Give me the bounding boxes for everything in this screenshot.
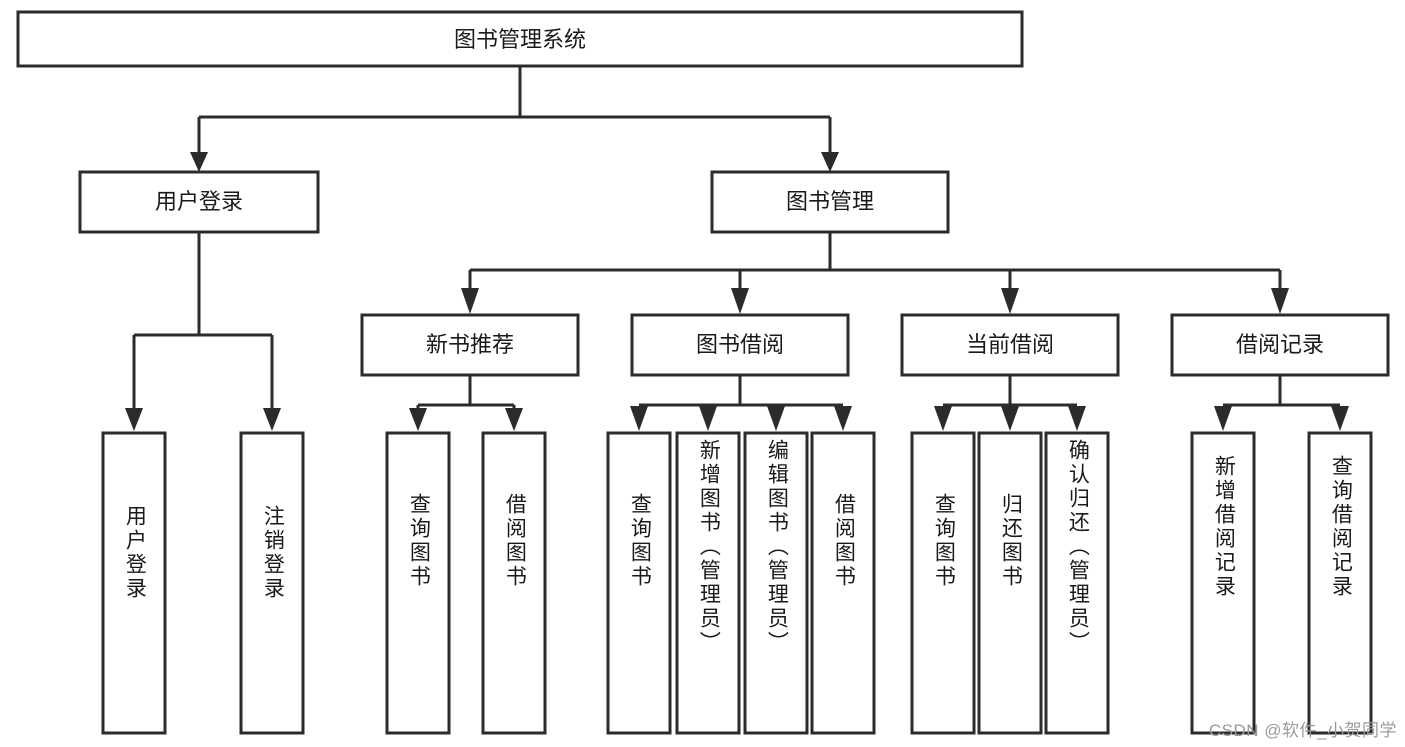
node-leaf-query-book-1[interactable] xyxy=(385,431,451,735)
arrow-head-leaf-query-record xyxy=(1331,406,1349,431)
arrow-head-current-borrow xyxy=(1001,288,1019,314)
watermark-text: CSDN @软件_小贺同学 xyxy=(1208,721,1397,740)
node-leaf-user-logout[interactable] xyxy=(239,431,305,735)
node-current-borrow[interactable] xyxy=(900,313,1120,377)
node-leaf-edit-book[interactable] xyxy=(743,431,809,735)
node-book-borrow[interactable] xyxy=(630,313,850,377)
arrow-head-leaf-query-book-2 xyxy=(630,406,648,431)
node-current-borrow-label: 当前借阅 xyxy=(966,332,1054,357)
node-borrow-record-label: 借阅记录 xyxy=(1236,332,1324,357)
arrow-head-leaf-confirm-return xyxy=(1068,406,1086,431)
arrow-head-leaf-user-logout xyxy=(263,408,281,431)
node-leaf-borrow-book-1[interactable] xyxy=(481,431,547,735)
node-leaf-user-login[interactable] xyxy=(101,431,167,735)
node-user-login[interactable] xyxy=(78,170,320,234)
node-book-borrow-label: 图书借阅 xyxy=(696,332,784,357)
connector-layer xyxy=(125,66,1349,431)
node-leaf-query-record[interactable] xyxy=(1307,431,1373,735)
arrow-head-new-book-rec xyxy=(461,288,479,314)
node-leaf-add-record[interactable] xyxy=(1190,431,1256,735)
arrow-head-book-manage xyxy=(821,152,839,172)
node-leaf-borrow-book-2[interactable] xyxy=(810,431,876,735)
node-new-book-rec-label: 新书推荐 xyxy=(426,332,514,357)
node-leaf-query-book-3[interactable] xyxy=(910,431,976,735)
node-leaf-confirm-return[interactable] xyxy=(1044,431,1110,735)
arrow-head-leaf-borrow-book-1 xyxy=(505,408,523,431)
arrow-head-leaf-query-book-3 xyxy=(934,406,952,431)
node-new-book-rec[interactable] xyxy=(360,313,580,377)
node-book-manage[interactable] xyxy=(710,170,950,234)
arrow-head-leaf-user-login xyxy=(125,408,143,431)
arrow-head-book-borrow xyxy=(731,288,749,314)
arrow-head-leaf-borrow-book-2 xyxy=(834,406,852,431)
node-book-manage-label: 图书管理 xyxy=(786,189,874,214)
arrow-head-leaf-query-book-1 xyxy=(409,408,427,431)
arrow-head-borrow-record xyxy=(1271,288,1289,314)
arrow-head-leaf-add-book xyxy=(699,406,717,431)
node-user-login-label: 用户登录 xyxy=(155,189,243,214)
node-leaf-add-book[interactable] xyxy=(675,431,741,735)
arrow-head-leaf-edit-book xyxy=(767,406,785,431)
node-leaf-return-book[interactable] xyxy=(977,431,1043,735)
arrow-head-leaf-add-record xyxy=(1214,406,1232,431)
node-borrow-record[interactable] xyxy=(1170,313,1390,377)
node-layer: 图书管理系统 用户登录 图书管理 新书推荐 图书借阅 当前借阅 借阅记录 xyxy=(16,10,1390,735)
arrow-head-user-login xyxy=(190,152,208,172)
arrow-head-leaf-return-book xyxy=(1001,406,1019,431)
node-leaf-query-book-2[interactable] xyxy=(606,431,672,735)
node-root-label: 图书管理系统 xyxy=(454,27,586,52)
node-root[interactable] xyxy=(16,10,1024,68)
